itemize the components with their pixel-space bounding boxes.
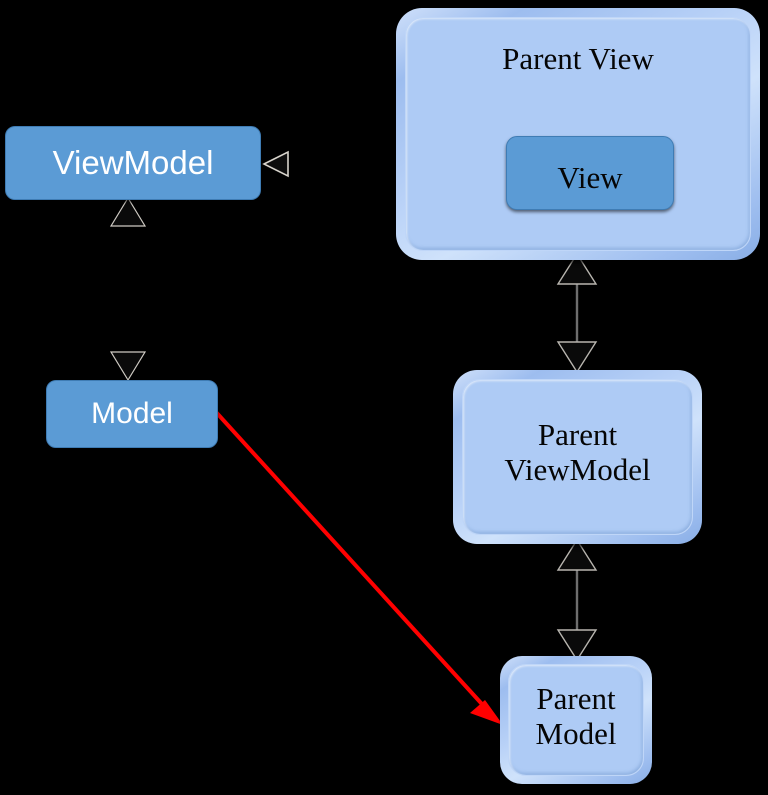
arrowhead-red <box>470 700 503 725</box>
node-parent-view[interactable]: Parent View View <box>396 8 760 260</box>
arrowhead-down <box>556 341 598 374</box>
node-viewmodel[interactable]: ViewModel <box>5 126 261 200</box>
node-parent-viewmodel[interactable]: Parent ViewModel <box>453 370 702 544</box>
node-model[interactable]: Model <box>46 380 218 448</box>
node-parent-model-label-line2: Model <box>535 715 617 751</box>
node-parent-view-inner: Parent View View <box>405 17 751 251</box>
node-parent-model-label-line1: Parent <box>536 681 616 716</box>
node-parent-model-inner: Parent Model <box>508 664 644 776</box>
arrowhead-up <box>109 196 147 227</box>
node-parent-view-label: Parent View <box>502 41 654 76</box>
node-parent-viewmodel-inner: Parent ViewModel <box>462 379 693 535</box>
node-parent-viewmodel-label-line2: ViewModel <box>504 451 651 487</box>
arrowhead-hollow-left <box>262 150 289 178</box>
node-parent-model[interactable]: Parent Model <box>500 656 652 784</box>
connector-viewmodel-to-model <box>109 196 147 382</box>
connector-parentview-to-parentviewmodel <box>556 252 598 374</box>
arrowhead-down <box>109 351 147 382</box>
arrowhead-up <box>556 538 598 571</box>
node-view-label: View <box>557 160 623 195</box>
node-parent-model-label: Parent Model <box>509 681 643 751</box>
connector-parentviewmodel-to-parentmodel <box>556 538 598 662</box>
node-model-label: Model <box>91 397 173 431</box>
node-viewmodel-label: ViewModel <box>52 143 214 181</box>
node-parent-viewmodel-label-line1: Parent <box>537 417 618 452</box>
node-parent-viewmodel-label: Parent ViewModel <box>463 417 692 487</box>
node-view[interactable]: View <box>506 136 674 210</box>
